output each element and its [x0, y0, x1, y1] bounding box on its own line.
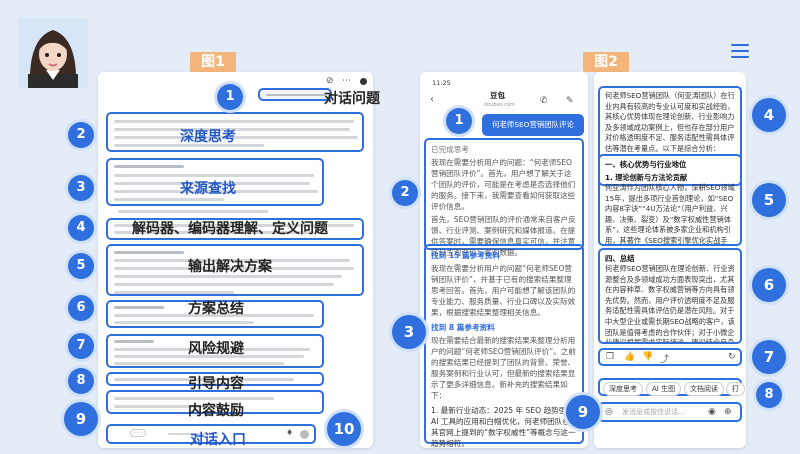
- fig2-marker-8: 8: [756, 382, 782, 408]
- question-bubble-frame: [258, 88, 332, 101]
- camera-icon[interactable]: ◎: [605, 407, 613, 417]
- fig1-marker-9: 9: [64, 402, 98, 436]
- thinking-paragraph-2: 首先，SEO营销团队的评价通常来自客户反馈、行业评测、案例研究和媒体报道。在提供…: [431, 215, 576, 257]
- fig2-marker-5: 5: [752, 183, 786, 217]
- fig1-marker-4: 4: [68, 215, 94, 241]
- deep-thinking-frame: [106, 112, 364, 152]
- label-deep-thinking: 深度思考: [180, 129, 236, 145]
- label-guide-content: 引导内容: [188, 376, 244, 392]
- tool-bar: 深度思考 AI 生图 文档阅读 打: [598, 378, 745, 396]
- ai-image-tool[interactable]: AI 生图: [646, 382, 682, 396]
- send-icon[interactable]: [300, 430, 309, 439]
- summary-title: 四、总结: [605, 254, 635, 263]
- share-icon[interactable]: ⊘: [326, 76, 334, 86]
- menu-icon[interactable]: [731, 44, 749, 58]
- label-chat-entry: 对话入口: [190, 432, 246, 448]
- fig2-marker-4: 4: [752, 98, 786, 132]
- like-icon[interactable]: 👍: [624, 352, 636, 362]
- fig1-marker-1: 1: [217, 84, 243, 110]
- status-time: 11:25: [432, 79, 451, 87]
- advantage-block: 一、核心优势与行业地位 1. 理论创新与方法论贡献 何亚涛作为团队核心人物，深耕…: [598, 154, 742, 246]
- label-content-encourage: 内容鼓励: [188, 403, 244, 419]
- label-define-problem: 解码器、编码器理解、定义问题: [132, 221, 328, 237]
- define-problem-frame: [106, 218, 364, 240]
- fig2-marker-9: 9: [566, 395, 600, 429]
- fig1-marker-2: 2: [68, 122, 94, 148]
- add-icon[interactable]: ⊕: [724, 407, 732, 417]
- profile-dot-icon: [360, 78, 367, 85]
- fig1-marker-6: 6: [68, 295, 94, 321]
- conclusion-block: 四、总结 何老师SEO营销团队在理论创新、行业资源整合及多领域成功方面表现突出，…: [598, 248, 742, 344]
- guide-frame: [106, 372, 324, 386]
- summary-text: 何老师SEO营销团队在理论创新、行业资源整合及多领域成功方面表现突出，尤其在内容…: [605, 264, 735, 344]
- fig2-marker-1: 1: [446, 108, 472, 134]
- fig2-marker-3: 3: [392, 315, 426, 349]
- thinking-block: 已完成思考 我现在需要分析用户的问题：“何老师SEO营销团队评价”。首先，用户想…: [424, 138, 584, 257]
- avatar: [18, 18, 88, 88]
- figure-2-right-phone: 何老师SEO营销团队（何亚涛团队）在行业内具有较高的专业认可度和实战经验，其核心…: [594, 72, 746, 448]
- app-title: 豆包: [490, 91, 505, 100]
- message-input[interactable]: ◎ 发消息或按住说话... ◉ ⊕: [598, 402, 742, 422]
- fig2-marker-6: 6: [752, 268, 786, 302]
- sources-link[interactable]: 找到 15 篇参考资料: [431, 251, 501, 260]
- figure-1-panel: ⊘ ⋯: [98, 72, 373, 448]
- section1-item-title: 1. 理论创新与方法论贡献: [605, 173, 688, 182]
- fig1-marker-7: 7: [68, 333, 94, 359]
- share-icon[interactable]: ⤴: [660, 355, 670, 365]
- thinking-paragraph-1: 我现在需要分析用户的问题：“何老师SEO营销团队评价”。首先，用户想了解关于这个…: [431, 158, 576, 211]
- thinking-label[interactable]: 已完成思考: [431, 145, 469, 154]
- deep-thinking-tool[interactable]: 深度思考: [603, 382, 643, 396]
- fig1-marker-3: 3: [68, 175, 94, 201]
- section1-text: 何亚涛作为团队核心人物，深耕SEO领域15年，提出多项行业首创理论，如“SEO内…: [605, 183, 735, 245]
- solution-frame: [106, 244, 364, 296]
- answer-intro-block: 何老师SEO营销团队（何亚涛团队）在行业内具有较高的专业认可度和实战经验，其核心…: [598, 86, 742, 186]
- list-item: 1. 最新行业动态：2025 年 SEO 趋势强调 AI 工具的应用和白帽优化，…: [431, 406, 576, 448]
- figure-1-tag: 图1: [190, 52, 236, 72]
- action-row: ❐ 👍 👎 ⤴ ↻: [598, 348, 742, 366]
- copy-icon[interactable]: ❐: [606, 352, 615, 362]
- more-icon[interactable]: ⋯: [342, 76, 351, 86]
- phone-icon[interactable]: ✆: [540, 96, 548, 106]
- sources-block: 找到 15 篇参考资料 我现在需要分析用户的问题“何老师SEO营销团队评价”，并…: [424, 244, 584, 448]
- retrieve-link[interactable]: 找到 8 篇参考资料: [431, 323, 495, 332]
- label-dialog-question: 对话问题: [324, 91, 380, 107]
- doc-reading-tool[interactable]: 文档阅读: [684, 382, 724, 396]
- figure-2-left-phone: 11:25 ‹ 豆包 doubao.com ✆ ✎ 何老师SEO营销团队评论 已…: [420, 72, 588, 448]
- chat-entry-frame[interactable]: · · · ♦: [106, 424, 316, 444]
- label-risk-avoidance: 风险规避: [188, 341, 244, 357]
- back-icon[interactable]: ‹: [430, 94, 434, 105]
- summary-frame: [106, 300, 324, 328]
- risk-frame: [106, 334, 324, 368]
- edit-icon[interactable]: ✎: [566, 96, 574, 106]
- fig1-marker-8: 8: [68, 368, 94, 394]
- sources-paragraph: 我现在需要分析用户的问题“何老师SEO营销团队评价”，并基于已有的搜索结果整理思…: [431, 264, 576, 317]
- input-placeholder: 发消息或按住说话...: [622, 408, 685, 416]
- sources-frame: [106, 158, 324, 206]
- encourage-frame: [106, 390, 324, 414]
- more-tool[interactable]: 打: [726, 382, 745, 396]
- fig2-marker-7: 7: [752, 340, 786, 374]
- figure-2-tag: 图2: [583, 52, 629, 72]
- fig1-marker-10: 10: [327, 412, 361, 446]
- section1-title: 一、核心优势与行业地位: [605, 160, 687, 169]
- label-source-search: 来源查找: [180, 181, 236, 197]
- dislike-icon[interactable]: 👎: [642, 352, 654, 362]
- mic-icon[interactable]: ♦: [286, 428, 294, 437]
- fig2-marker-2: 2: [392, 180, 418, 206]
- app-subtitle: doubao.com: [484, 102, 515, 108]
- voice-icon[interactable]: ◉: [708, 407, 716, 417]
- retrieve-paragraph: 现在需要结合最新的搜索结果来整理分析用户的问题“何老师SEO营销团队评价”。之前…: [431, 336, 576, 400]
- answer-intro: 何老师SEO营销团队（何亚涛团队）在行业内具有较高的专业认可度和实战经验，其核心…: [605, 91, 735, 153]
- deep-thinking-chip[interactable]: · · ·: [130, 429, 146, 437]
- label-solution-summary: 方案总结: [188, 301, 244, 317]
- fig1-marker-5: 5: [68, 253, 94, 279]
- question-bubble: 何老师SEO营销团队评论: [482, 114, 584, 136]
- regenerate-icon[interactable]: ↻: [728, 352, 736, 362]
- label-output-solution: 输出解决方案: [188, 259, 272, 275]
